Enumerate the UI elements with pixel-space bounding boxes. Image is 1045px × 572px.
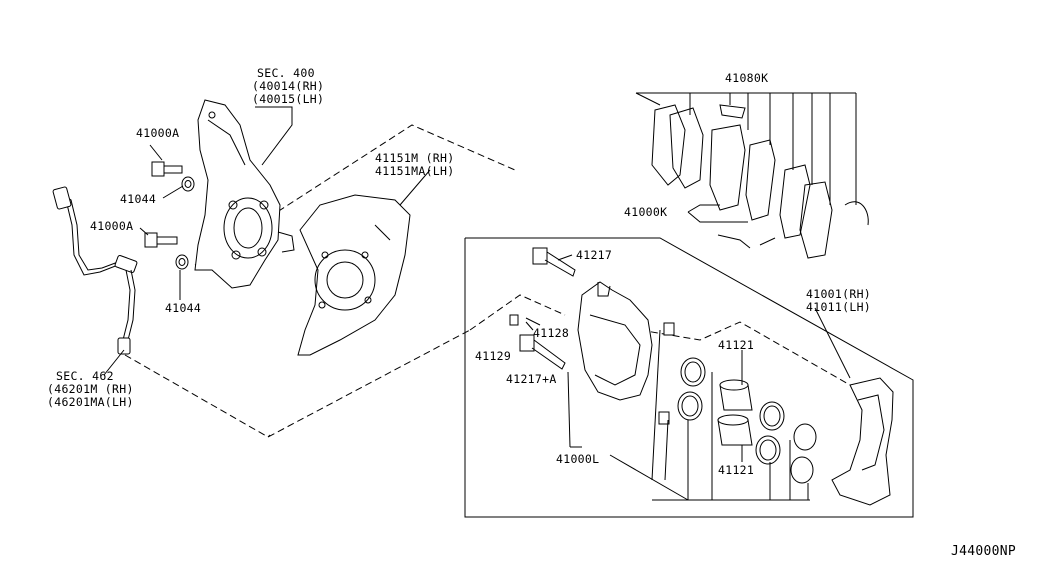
diagram-code: J44000NP: [951, 544, 1016, 559]
label-41011: 41011(LH): [806, 300, 871, 314]
caliper-body: [577, 281, 653, 401]
label-41000L: 41000L: [556, 452, 599, 466]
bolt-41217A: [519, 334, 566, 370]
brake-pad-kit: [651, 104, 869, 259]
bolt-41217: [532, 247, 576, 277]
piston-seals: [677, 357, 817, 484]
brake-hose: [52, 186, 138, 355]
label-41128: 41128: [533, 326, 569, 340]
bolt-41000A-top: [151, 161, 195, 192]
label-sec400: SEC. 400: [257, 66, 315, 80]
bleeder-41128: [509, 314, 541, 326]
steering-knuckle: [194, 99, 295, 289]
label-46201MA: (46201MA(LH): [47, 395, 134, 409]
leader-lines: [103, 92, 857, 501]
label-46201M: (46201M (RH): [47, 382, 134, 396]
assembly-dashed-lines: [124, 124, 851, 438]
label-41217A: 41217+A: [506, 372, 557, 386]
label-40015: (40015(LH): [252, 92, 324, 106]
label-41121-top: 41121: [718, 338, 754, 352]
caliper-assembly-box: [464, 237, 914, 518]
label-41129: 41129: [475, 349, 511, 363]
label-41121-bot: 41121: [718, 463, 754, 477]
label-sec462: SEC. 462: [56, 369, 114, 383]
bolt-41000A-mid: [144, 232, 189, 270]
cap-41129: [658, 322, 675, 425]
caliper-bracket: [831, 377, 894, 506]
label-41044-bot: 41044: [165, 301, 201, 315]
label-41044-top: 41044: [120, 192, 156, 206]
label-40014: (40014(RH): [252, 79, 324, 93]
label-41000A-mid: 41000A: [90, 219, 133, 233]
label-41217: 41217: [576, 248, 612, 262]
label-41000K: 41000K: [624, 205, 667, 219]
dust-shield: [297, 194, 411, 356]
label-41151M: 41151M (RH): [375, 151, 454, 165]
pistons: [717, 379, 753, 446]
label-41151MA: 41151MA(LH): [375, 164, 454, 178]
part-labels: SEC. 400 (40014(RH) (40015(LH) 41000A 41…: [47, 66, 1016, 559]
label-41080K: 41080K: [725, 71, 768, 85]
label-41001: 41001(RH): [806, 287, 871, 301]
label-41000A-top: 41000A: [136, 126, 179, 140]
